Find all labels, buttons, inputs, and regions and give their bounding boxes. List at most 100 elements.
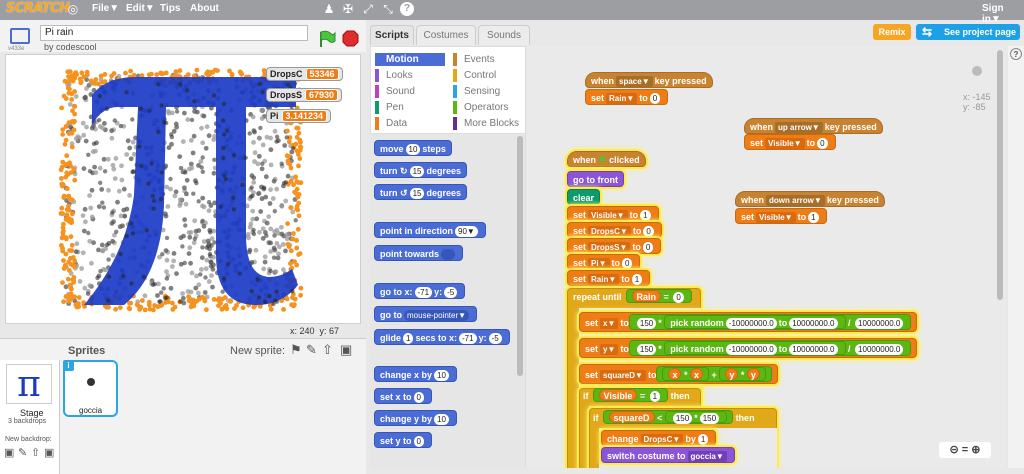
zoom-in-icon[interactable]: ⊕ [971,444,981,456]
backdrop-upload-icon[interactable]: ⇧ [31,447,41,459]
rain-drop [96,204,102,210]
category-sound[interactable]: Sound [375,85,415,98]
rain-drop [124,90,129,95]
point-towards-dropdown[interactable] [441,249,455,261]
rain-drop [221,118,226,123]
zoom-reset-icon[interactable]: = [961,444,969,456]
grow-icon[interactable]: ⤢ [363,2,373,16]
rain-drop [89,125,95,131]
file-menu[interactable]: File▼ [92,3,120,14]
rain-drop [165,204,171,209]
project-author: by codescool [44,42,97,52]
hat-when-flag-clicked[interactable]: when ⚑ clicked [567,151,646,167]
remix-button[interactable]: Remix [873,24,911,40]
upload-icon[interactable]: ⇧ [322,342,333,357]
category-pen[interactable]: Pen [375,101,404,114]
backdrop-camera-icon[interactable]: ▣ [44,447,55,459]
stop-sign-icon[interactable] [342,30,359,47]
rain-drop [255,161,261,167]
tab-costumes[interactable]: Costumes [416,25,476,45]
category-looks[interactable]: Looks [375,69,413,82]
backdrop-library-icon[interactable]: ▣ [4,447,15,459]
category-events[interactable]: Events [453,53,495,66]
green-flag-icon[interactable] [318,30,336,48]
shrink-icon[interactable]: ⤡ [383,2,393,16]
paint-brush-icon[interactable]: ✎ [306,342,317,357]
presentation-mode-icon[interactable] [10,28,30,44]
block-point-towards[interactable]: point towards [374,245,463,261]
category-data[interactable]: Data [375,117,407,130]
info-icon[interactable]: i [63,360,74,371]
boundary-drop [70,211,75,217]
zoom-out-icon[interactable]: ⊝ [949,444,959,456]
globe-icon[interactable]: ◎ [67,2,79,16]
project-title-input[interactable]: Pi rain [40,25,308,41]
block-go-to-front[interactable]: go to front [567,171,624,187]
category-operators[interactable]: Operators [453,101,508,114]
tab-sounds[interactable]: Sounds [478,25,530,45]
category-motion[interactable]: Motion [375,53,445,66]
camera-icon[interactable]: ▣ [340,342,353,357]
boundary-drop [285,221,290,227]
rain-drop [200,169,205,174]
tab-scripts[interactable]: Scripts [370,25,414,45]
category-control[interactable]: Control [453,69,496,82]
backdrop-paint-icon[interactable]: ✎ [18,447,28,459]
scratch-logo[interactable]: SCRATCH [6,1,70,16]
sprite-library-icon[interactable]: ⚑ [290,342,302,357]
sprite-tile-goccia[interactable]: i goccia [63,360,118,417]
category-sensing[interactable]: Sensing [453,85,500,98]
boundary-drop [128,68,133,74]
rain-drop [171,258,177,264]
cut-icon[interactable]: ✠ [342,2,354,16]
duplicate-icon[interactable]: ♟ [323,2,335,16]
stage-thumbnail-panel[interactable]: π Stage 3 backdrops New backdrop: ▣ ✎ ⇧ … [0,360,60,474]
tips-link[interactable]: Tips [160,3,181,14]
boundary-drop [63,137,69,143]
sign-in-menu[interactable]: Sign in▼ [982,3,1004,25]
see-project-page-button[interactable]: ⇆ See project page [916,24,1020,40]
about-link[interactable]: About [190,3,219,14]
rain-drop [180,244,185,249]
edit-menu[interactable]: Edit▼ [126,3,155,14]
block-clear[interactable]: clear [567,189,601,205]
category-more-blocks[interactable]: More Blocks [453,117,519,130]
help-icon[interactable]: ? [400,2,414,16]
palette-scrollbar[interactable] [517,136,523,376]
help-tips-icon[interactable]: ? [1010,48,1022,60]
rain-drop [81,228,87,234]
scripts-vertical-scrollbar[interactable] [997,50,1003,300]
